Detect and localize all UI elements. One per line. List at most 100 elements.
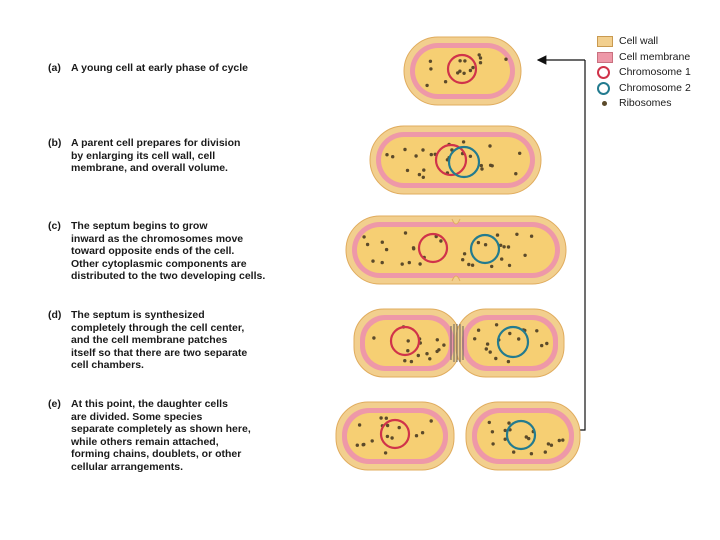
ribosome-dot-icon (355, 443, 359, 447)
ribosome-dot-icon (512, 450, 516, 454)
step-a-letter: (a) (48, 62, 61, 74)
ribosome-dot-icon (514, 172, 518, 176)
ribosome-dot-icon (502, 245, 506, 249)
ribosome-dot-icon (517, 337, 521, 341)
chromosome-1 (434, 143, 468, 177)
chromosome-1 (417, 232, 449, 264)
ribosome-dot-icon (529, 452, 534, 456)
ribosome-dot-icon (494, 356, 498, 361)
ribosome-dot-icon (494, 323, 499, 327)
ribosome-dot-icon (506, 359, 511, 364)
ribosome-dot-icon (385, 434, 390, 439)
ribosome-dot-icon (503, 428, 507, 433)
ribosome-dot-icon (414, 154, 418, 158)
ribosome-cluster (461, 232, 534, 269)
ribosome-dot-icon (357, 423, 362, 427)
ribosome-dot-icon (484, 347, 488, 351)
legend-cell-wall: Cell wall (597, 34, 715, 50)
ribosome-dot-icon (561, 438, 565, 442)
ribosome-dot-icon (425, 352, 429, 356)
cell-d (353, 308, 565, 378)
ribosome-dot-icon (470, 263, 475, 267)
ribosome-dot-icon (546, 442, 551, 446)
ribosome-dot-icon (529, 234, 534, 238)
cell-c (345, 215, 567, 285)
chromosome-2-ring-icon (597, 81, 610, 95)
ribosome-dot-icon (461, 140, 466, 144)
ribosome-dot-icon (535, 329, 539, 333)
ribosome-dot-icon (420, 431, 425, 435)
ribosome-dot-icon (488, 350, 492, 354)
ribosome-dot-icon (524, 435, 528, 439)
ribosome-dot-icon (508, 331, 512, 336)
ribosome-dot-icon (468, 154, 473, 158)
ribosome-dot-icon (487, 420, 491, 425)
ribosome-dot-icon (397, 425, 401, 430)
ribosome-dot-icon (543, 450, 547, 454)
ribosome-dot-icon (365, 242, 370, 247)
ribosome-dot-icon (421, 175, 425, 179)
ribosome-dot-icon (500, 257, 504, 261)
legend-chromosome-1: Chromosome 1 (597, 65, 715, 81)
legend-label: Chromosome 2 (619, 81, 691, 94)
ribosome-dot-icon (506, 245, 511, 249)
ribosome-dot-icon (477, 53, 481, 57)
ribosome-dot-icon (383, 451, 388, 455)
ribosome-dot-icon (515, 232, 519, 236)
ribosome-dot-icon (557, 438, 561, 443)
ribosome-dot-icon (406, 349, 410, 353)
ribosome-dot-icon (371, 259, 375, 263)
ribosome-dot-icon (478, 61, 483, 65)
ribosome-dot-icon (403, 147, 407, 152)
ribosome-dot-icon (403, 231, 408, 235)
ribosome-dot-icon (428, 357, 432, 361)
ribosome-dot-icon (527, 436, 531, 441)
ribosome-dot-icon (439, 239, 443, 243)
cell-a (403, 36, 522, 106)
cell-e-right (465, 401, 581, 471)
connector-line (564, 60, 586, 435)
step-d-text: The septum is synthesized completely thr… (71, 309, 248, 372)
ribosome-dot-icon (409, 359, 414, 364)
ribosome-dot-icon (476, 328, 481, 332)
ribosome-cluster (425, 53, 508, 88)
step-b-text: A parent cell prepares for division by e… (71, 137, 241, 175)
ribosome-dot-icon (491, 442, 495, 446)
ribosome-dot-icon (480, 167, 484, 171)
cell-e-left (335, 401, 455, 471)
ribosome-dot-icon (462, 71, 466, 76)
ribosome-dot-icon (421, 148, 425, 152)
ribosome-dot-icon (435, 349, 439, 354)
ribosome-dot-icon (372, 336, 376, 340)
chromosome-1 (389, 325, 421, 357)
ribosome-dot-icon (362, 442, 366, 447)
legend: Cell wall Cell membrane Chromosome 1 Chr… (597, 34, 715, 112)
ribosome-dot-icon (429, 152, 433, 157)
step-d-letter: (d) (48, 309, 62, 321)
ribosome-dot-icon (602, 101, 607, 106)
legend-chromosome-2: Chromosome 2 (597, 81, 715, 97)
ribosome-dot-icon (490, 430, 495, 434)
ribosome-dot-icon (504, 57, 508, 61)
ribosome-dot-icon (468, 68, 473, 73)
ribosome-dot-icon (518, 151, 522, 155)
ribosome-dot-icon (370, 439, 374, 443)
step-b-letter: (b) (48, 137, 62, 149)
ribosome-dot-icon (422, 168, 426, 172)
ribosome-dot-icon (379, 416, 383, 420)
ribosome-dot-icon (483, 243, 488, 247)
ribosome-dot-icon (385, 423, 390, 428)
chromosome-2 (496, 325, 530, 359)
ribosome-dot-icon (384, 247, 389, 252)
legend-cell-membrane: Cell membrane (597, 50, 715, 66)
ribosome-dot-icon (405, 168, 410, 173)
legend-label: Cell wall (619, 35, 659, 47)
chromosome-2 (505, 419, 537, 451)
ribosome-dot-icon (549, 443, 554, 447)
legend-label: Ribosomes (619, 97, 672, 109)
ribosome-dot-icon (425, 83, 429, 88)
ribosome-dot-icon (488, 144, 492, 148)
ribosome-dot-icon (418, 262, 422, 266)
